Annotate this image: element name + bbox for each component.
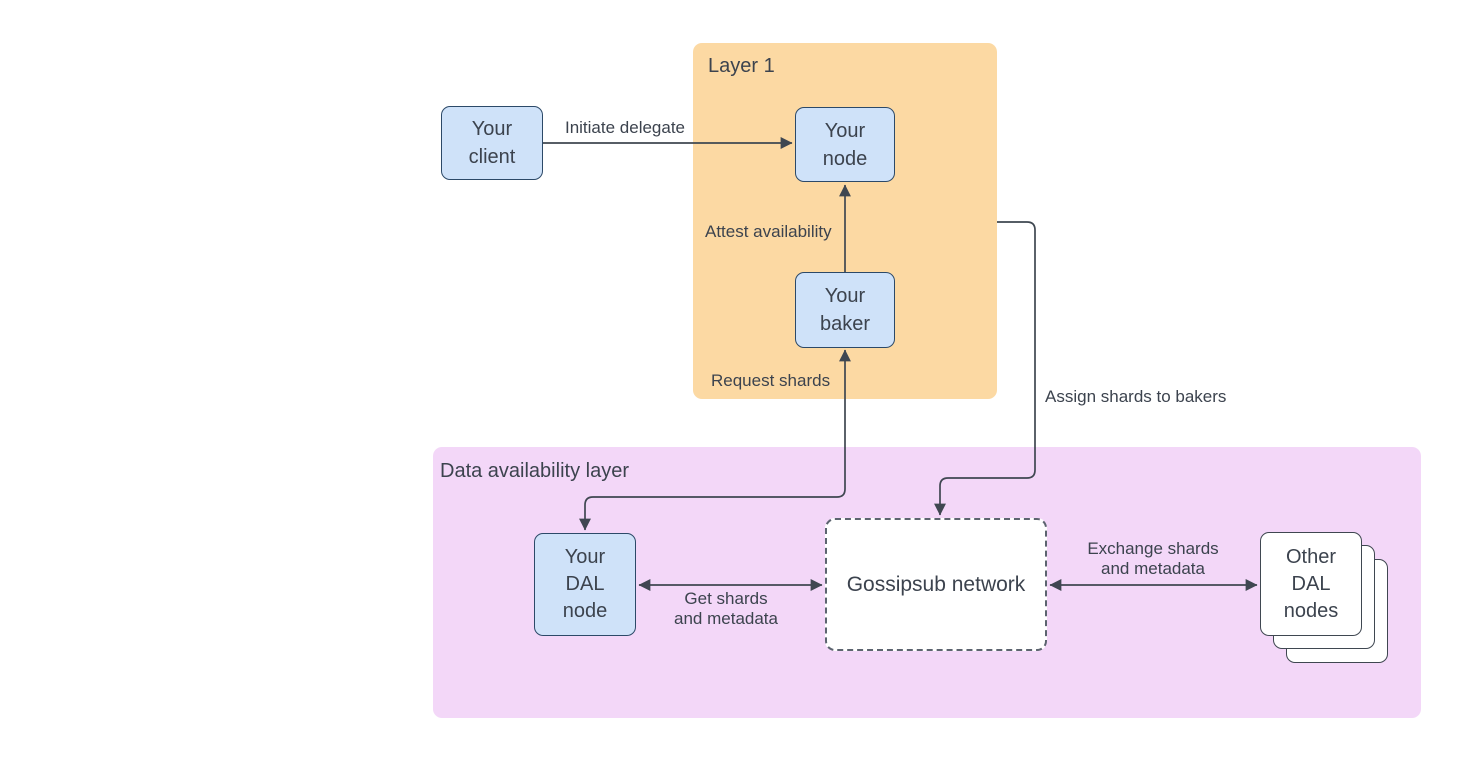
node-your-client-label: Your: [471, 118, 513, 140]
node-your-client-label: client: [468, 146, 516, 168]
initiate-delegate-label: Initiate delegate: [564, 118, 686, 137]
node-your-baker-label: Your: [824, 285, 866, 307]
get-shards-and-metadata-label: Get shards and metadata: [674, 589, 778, 628]
exchange-shards-and-metadata-label: Exchange shards and metadata: [1087, 539, 1219, 578]
node-your-dal-node: Your DAL node: [534, 533, 636, 636]
node-your-baker-label: baker: [819, 313, 871, 335]
node-your-baker: Your baker: [795, 272, 895, 348]
node-other-dal-nodes-label: Other: [1285, 545, 1337, 568]
node-gossipsub-network-label: Gossipsub network: [846, 572, 1026, 596]
node-other-dal-nodes: Other DAL nodes: [1260, 532, 1362, 636]
layer1-title: Layer 1: [708, 55, 775, 77]
node-other-dal-nodes-label: DAL: [1291, 572, 1331, 595]
request-shards-label: Request shards: [711, 371, 831, 390]
attest-availability-label: Attest availability: [705, 222, 832, 241]
node-your-client: Your client: [441, 106, 543, 180]
node-your-dal-node-label: DAL: [565, 573, 605, 595]
node-other-dal-nodes-label: nodes: [1283, 599, 1339, 622]
node-your-dal-node-label: Your: [564, 546, 606, 568]
node-your-dal-node-label: node: [562, 600, 608, 622]
node-your-node-label: node: [822, 147, 868, 170]
node-your-node-label: Your: [824, 119, 866, 142]
node-your-node: Your node: [795, 107, 895, 182]
assign-shards-to-bakers-label: Assign shards to bakers: [1045, 387, 1227, 406]
node-gossipsub-network: Gossipsub network: [825, 518, 1047, 651]
data-availability-layer-title: Data availability layer: [440, 460, 629, 482]
